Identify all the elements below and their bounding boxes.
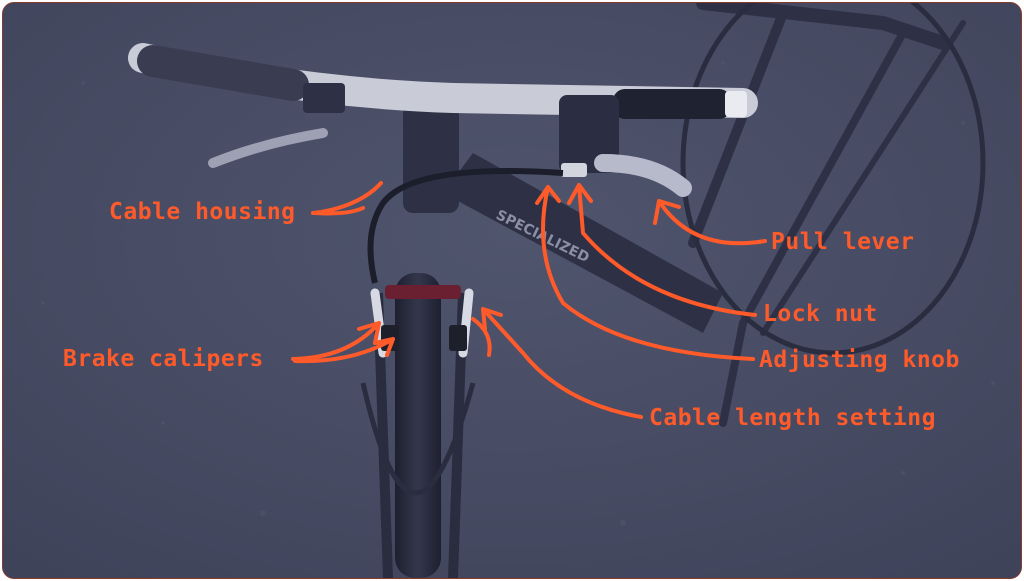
right-pull-lever bbox=[594, 154, 692, 197]
front-tire bbox=[395, 273, 441, 578]
right-grip bbox=[613, 89, 731, 119]
brake-calipers-arrow bbox=[291, 321, 381, 361]
label-cable-length-setting: Cable length setting bbox=[649, 405, 936, 431]
annotation-arrows bbox=[291, 181, 767, 419]
adjusting-knob-part bbox=[561, 163, 587, 177]
cable-length-arrow-2 bbox=[471, 317, 492, 357]
brake-calipers-arrow-2 bbox=[293, 337, 395, 364]
right-brake-lever-body bbox=[559, 95, 619, 173]
lock-nut-arrow bbox=[567, 183, 757, 317]
label-adjusting-knob: Adjusting knob bbox=[759, 347, 960, 373]
left-shifter bbox=[303, 83, 345, 113]
label-brake-calipers: Brake calipers bbox=[63, 346, 264, 372]
bicycle-photo: SPECIALIZED bbox=[3, 3, 1021, 578]
front-wheel-rim bbox=[360, 382, 476, 496]
label-pull-lever: Pull lever bbox=[771, 229, 915, 255]
bike-frame-rear bbox=[680, 3, 986, 427]
pull-lever-arrow bbox=[653, 199, 767, 246]
stem bbox=[403, 103, 459, 213]
brake-cable-housing bbox=[367, 168, 564, 284]
left-brake-lever bbox=[208, 128, 328, 168]
cable-length-arrow bbox=[481, 307, 643, 419]
label-lock-nut: Lock nut bbox=[763, 301, 878, 327]
left-grip bbox=[137, 45, 309, 101]
adjusting-knob-arrow bbox=[535, 185, 755, 361]
right-grip-end bbox=[725, 91, 747, 117]
cable-housing-arrow bbox=[311, 181, 383, 216]
ground-texture bbox=[41, 61, 995, 526]
label-cable-housing: Cable housing bbox=[109, 199, 296, 225]
